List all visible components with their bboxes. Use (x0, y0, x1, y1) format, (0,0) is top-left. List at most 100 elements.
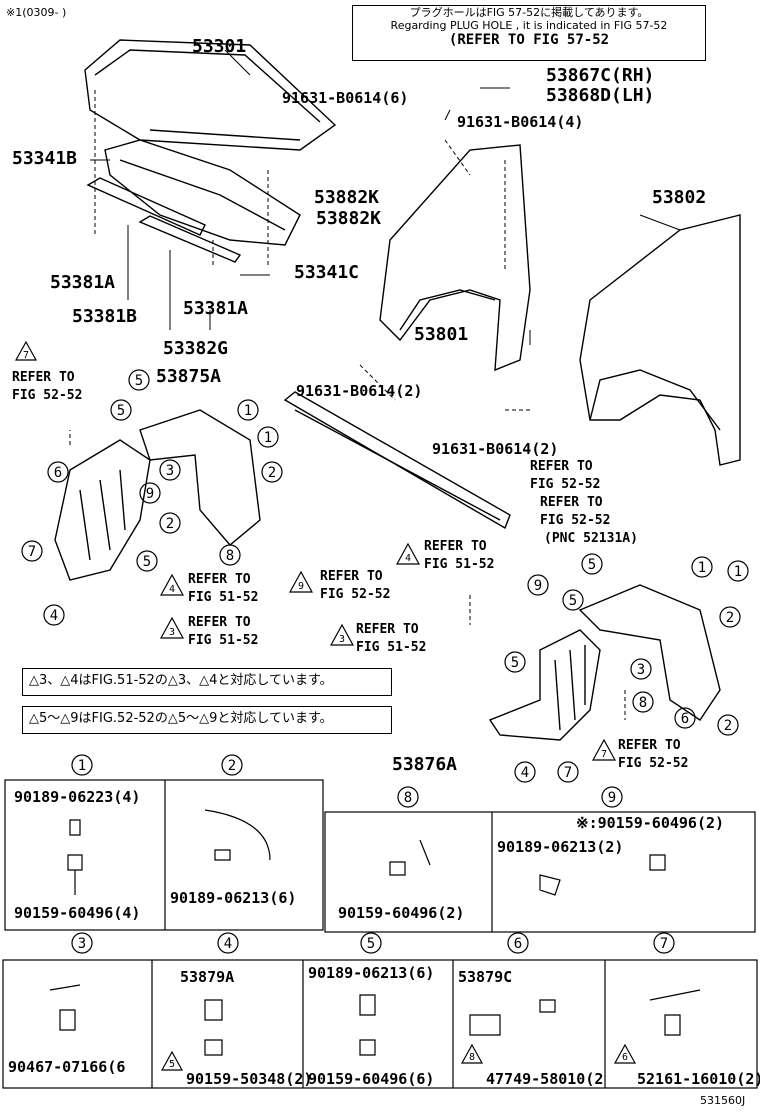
hood-53301 (84, 39, 337, 151)
label-53381B: 53381B (72, 306, 137, 327)
callout-7 (557, 761, 579, 783)
svg-text:1: 1 (244, 403, 252, 419)
ref-text: REFER TO (618, 738, 681, 753)
ref-text: (PNC 52131A) (544, 531, 638, 546)
label-53381A: 53381A (50, 272, 115, 293)
svg-text:3: 3 (169, 627, 175, 638)
triangle-9 (288, 570, 314, 593)
svg-text:2: 2 (268, 465, 276, 481)
svg-text:9: 9 (608, 790, 616, 806)
callout-3 (630, 658, 652, 680)
svg-text:7: 7 (28, 544, 36, 560)
callout-3 (159, 459, 181, 481)
detail-label: 90467-07166(6 (8, 1058, 125, 1076)
label-91631-2a: 91631-B0614(2) (296, 382, 422, 400)
svg-text:9: 9 (298, 581, 304, 592)
label-91631-4: 91631-B0614(4) (457, 113, 583, 131)
legend-5-9: △5～△9はFIG.52-52の△5～△9と対応しています。 (22, 706, 392, 734)
ref-text: FIG 51-52 (424, 557, 494, 572)
diagram-code: 531560J (700, 1094, 746, 1107)
svg-text:4: 4 (50, 608, 58, 624)
callout-8 (219, 544, 241, 566)
ref-text: REFER TO (530, 459, 593, 474)
svg-text:7: 7 (564, 765, 572, 781)
svg-text:2: 2 (228, 758, 236, 774)
detail-label: 90159-60496(2) (338, 904, 464, 922)
svg-text:9: 9 (146, 486, 154, 502)
triangle-7 (591, 738, 617, 761)
svg-text:3: 3 (339, 634, 345, 645)
callout-1 (727, 560, 749, 582)
triangle-5 (160, 1050, 184, 1071)
svg-text:4: 4 (521, 765, 529, 781)
triangle-4 (159, 573, 185, 596)
svg-text:6: 6 (54, 465, 62, 481)
triangle-7 (14, 340, 38, 361)
svg-text:9: 9 (534, 578, 542, 594)
callout-1 (691, 556, 713, 578)
callout-2 (159, 512, 181, 534)
svg-text:2: 2 (726, 610, 734, 626)
ref-text: REFER TO (188, 615, 251, 630)
detail-label: 47749-58010(2 (486, 1070, 603, 1088)
note-en: Regarding PLUG HOLE , it is indicated in… (390, 19, 668, 32)
svg-text:1: 1 (698, 560, 706, 576)
svg-text:8: 8 (404, 790, 412, 806)
fender-liner-53875A (139, 409, 261, 546)
label-91631-6: 91631-B0614(6) (282, 89, 408, 107)
fender-53801 (379, 144, 531, 372)
detail-label: 90189-06213(2) (497, 838, 623, 856)
ref-text: REFER TO (540, 495, 603, 510)
label-53801: 53801 (414, 324, 468, 345)
ref-text: FIG 51-52 (356, 640, 426, 655)
svg-text:3: 3 (78, 936, 86, 952)
svg-text:6: 6 (681, 711, 689, 727)
svg-text:3: 3 (637, 662, 645, 678)
callout-8 (632, 691, 654, 713)
detail-label: 53879C (458, 968, 512, 986)
callout-7 (653, 932, 675, 954)
svg-text:5: 5 (588, 557, 596, 573)
svg-text:5: 5 (135, 373, 143, 389)
callout-5 (128, 369, 150, 391)
svg-text:5: 5 (367, 936, 375, 952)
triangle-8 (460, 1043, 484, 1064)
callout-8 (397, 786, 419, 808)
plug-hole-note: プラグホールはFIG 57-52に掲載してあります。 Regarding PLU… (352, 5, 706, 61)
callout-1 (237, 399, 259, 421)
label-53876A: 53876A (392, 754, 457, 775)
callout-5 (562, 589, 584, 611)
detail-label: 90189-06213(6) (308, 964, 434, 982)
ref-text: FIG 51-52 (188, 590, 258, 605)
svg-text:3: 3 (166, 463, 174, 479)
svg-text:5: 5 (143, 554, 151, 570)
label-53802: 53802 (652, 187, 706, 208)
callout-9 (527, 574, 549, 596)
svg-text:2: 2 (166, 516, 174, 532)
svg-text:7: 7 (660, 936, 668, 952)
svg-text:4: 4 (224, 936, 232, 952)
callout-7 (21, 540, 43, 562)
hood-strip-53382G (138, 215, 242, 263)
callout-1 (71, 754, 93, 776)
callout-1 (257, 426, 279, 448)
svg-text:4: 4 (169, 584, 175, 595)
callout-6 (47, 461, 69, 483)
clip-icon (359, 994, 376, 1056)
callout-5 (504, 651, 526, 673)
label-53381A: 53381A (183, 298, 248, 319)
ref-text: REFER TO (12, 370, 75, 385)
legend-3-4: △3、△4はFIG.51-52の△3、△4と対応しています。 (22, 668, 392, 696)
detail-panel-3-7 (2, 959, 758, 1089)
ref-text: REFER TO (424, 539, 487, 554)
clip-icon (389, 839, 431, 876)
detail-label: 90159-50348(2) (186, 1070, 312, 1088)
callout-9 (601, 786, 623, 808)
ref-text: REFER TO (356, 622, 419, 637)
callout-5 (360, 932, 382, 954)
svg-text:1: 1 (734, 564, 742, 580)
detail-label: 90189-06223(4) (14, 788, 140, 806)
label-53341C: 53341C (294, 262, 359, 283)
label-53875A: 53875A (156, 366, 221, 387)
